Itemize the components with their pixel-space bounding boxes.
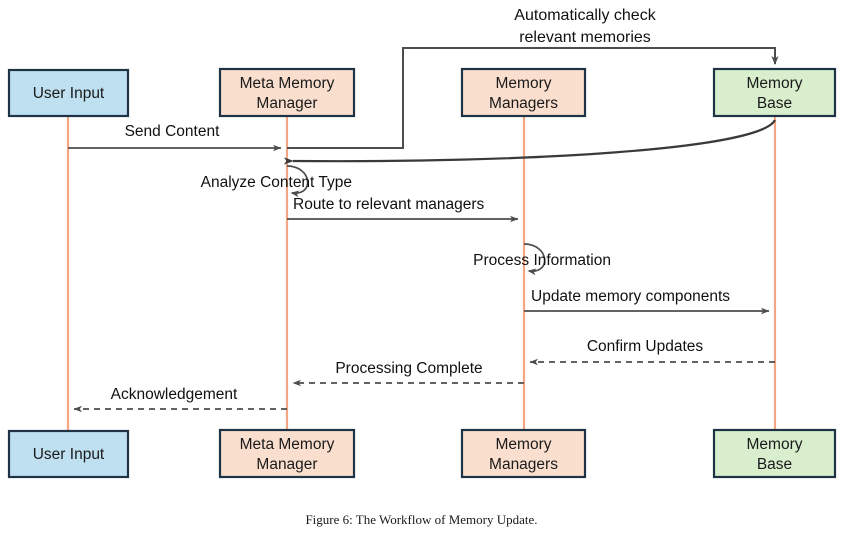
auto-check-note-line1: Automatically check [514,7,656,24]
message-label-route-to-relevant-managers: Route to relevant managers [293,196,485,213]
actor-label-meta-memory-manager-bottom-line2: Manager [256,456,317,473]
message-confirm-updates: Confirm Updates [529,338,775,366]
actor-label-memory-base-top-line2: Base [757,95,792,112]
actor-label-memory-managers-bottom-line2: Managers [489,456,558,473]
actor-box-memory-base-top[interactable]: Memory Base [712,67,837,118]
actor-label-meta-memory-manager-bottom-line1: Meta Memory [240,436,335,453]
actor-label-user-input-bottom: User Input [33,446,105,463]
actor-label-memory-managers-top-line2: Managers [489,95,558,112]
figure-caption: Figure 6: The Workflow of Memory Update. [305,512,538,527]
actor-label-meta-memory-manager-top-line2: Manager [256,95,317,112]
message-update-memory-components: Update memory components [524,288,770,315]
actor-box-memory-managers-top[interactable]: Memory Managers [460,67,587,118]
actor-box-memory-base-bottom[interactable]: Memory Base [712,428,837,479]
lifelines-group [66,116,777,432]
message-label-process-information: Process Information [473,252,611,269]
actor-box-user-input-bottom[interactable]: User Input [7,429,130,479]
actor-label-memory-base-bottom-line1: Memory [747,436,803,453]
actor-label-meta-memory-manager-top-line1: Meta Memory [240,75,335,92]
actor-label-memory-managers-bottom-line1: Memory [496,436,552,453]
auto-check-note-line2: relevant memories [519,29,651,46]
message-label-update-memory-components: Update memory components [531,288,730,305]
message-label-send-content: Send Content [125,123,220,140]
message-process-information: Process Information [473,243,611,276]
actor-box-meta-memory-manager-bottom[interactable]: Meta Memory Manager [218,428,356,479]
message-processing-complete: Processing Complete [292,360,524,387]
actor-label-user-input-top: User Input [33,85,105,102]
actor-box-memory-managers-bottom[interactable]: Memory Managers [460,428,587,479]
message-check-relevant-memories [283,119,776,165]
actor-box-meta-memory-manager-top[interactable]: Meta Memory Manager [218,67,356,118]
message-label-processing-complete: Processing Complete [335,360,482,377]
message-label-analyze-content-type: Analyze Content Type [201,174,352,191]
actor-label-memory-base-top-line1: Memory [747,75,803,92]
message-route-to-relevant-managers: Route to relevant managers [287,196,519,223]
actor-box-user-input-top[interactable]: User Input [7,68,130,118]
message-analyze-content-type: Analyze Content Type [201,165,352,198]
actor-label-memory-managers-top-line1: Memory [496,75,552,92]
auto-check-bracket [287,47,779,149]
actor-label-memory-base-bottom-line2: Base [757,456,792,473]
message-send-content: Send Content [68,123,282,152]
message-label-confirm-updates: Confirm Updates [587,338,704,355]
message-acknowledgement: Acknowledgement [73,386,287,413]
message-label-acknowledgement: Acknowledgement [111,386,238,403]
